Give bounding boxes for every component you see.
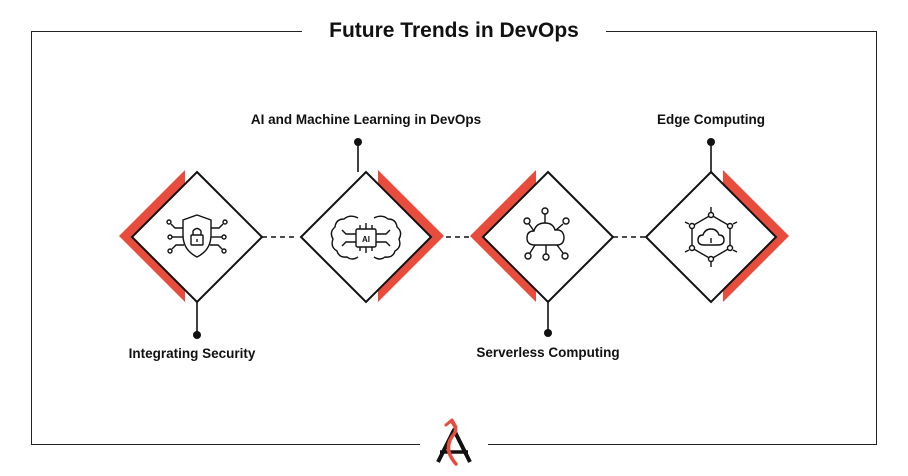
trend-label-edge: Edge Computing xyxy=(657,112,765,127)
trend-node-security xyxy=(119,170,264,339)
diamond xyxy=(481,170,615,304)
trend-node-ai-ml: AI xyxy=(299,138,444,304)
page-title: Future Trends in DevOps xyxy=(302,14,606,48)
trend-label-ai-ml: AI and Machine Learning in DevOps xyxy=(250,112,482,127)
company-logo-arrow-icon xyxy=(436,418,472,466)
stem-dot xyxy=(707,138,715,146)
stem-dot xyxy=(354,138,362,146)
ai-brain-chip-icon: AI xyxy=(330,215,402,260)
stem-dot xyxy=(544,329,552,337)
trend-label-serverless: Serverless Computing xyxy=(476,345,620,360)
shield-lock-circuit-icon xyxy=(166,214,228,258)
trend-label-security: Integrating Security xyxy=(128,346,256,361)
diamond xyxy=(130,170,264,304)
trend-node-edge xyxy=(644,138,789,304)
cloud-network-icon xyxy=(523,207,570,261)
diamond xyxy=(644,170,778,304)
svg-text:AI: AI xyxy=(362,235,370,244)
trend-node-serverless xyxy=(470,170,615,337)
cloud-hexagon-network-icon xyxy=(684,207,738,267)
stem-dot xyxy=(193,331,201,339)
diamond xyxy=(299,170,433,304)
